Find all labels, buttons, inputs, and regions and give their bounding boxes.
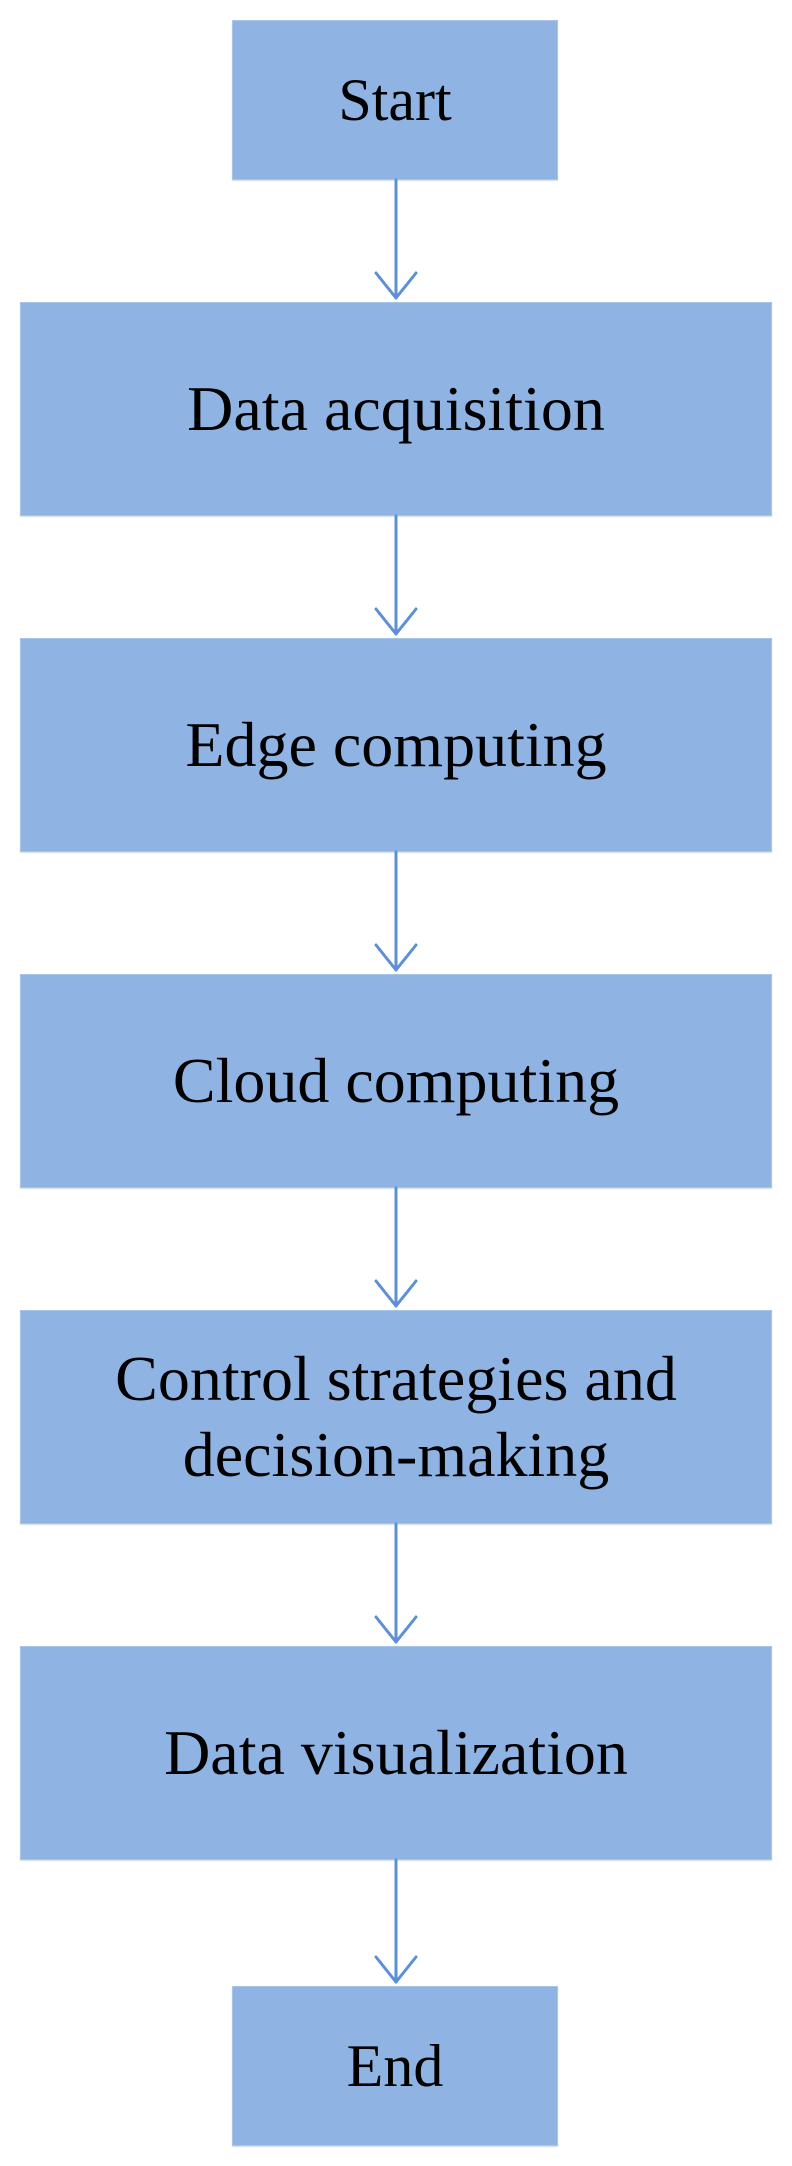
control-strategies-label: Control strategies and decision-making	[115, 1343, 677, 1490]
start-box: Start	[232, 20, 558, 180]
data-visualization-box: Data visualization	[20, 1646, 772, 1860]
arrow-edge-computing-to-cloud-computing	[374, 850, 418, 972]
arrow-start-to-data-acquisition	[374, 178, 418, 300]
cloud-computing-label: Cloud computing	[172, 1045, 620, 1117]
edge-computing-label: Edge computing	[185, 709, 607, 781]
arrow-data-visualization-to-end	[374, 1858, 418, 1984]
start-label: Start	[338, 66, 452, 133]
end-label: End	[346, 2032, 444, 2099]
edge-computing-box: Edge computing	[20, 638, 772, 852]
end-box: End	[232, 1986, 558, 2146]
arrow-control-strategies-to-data-visualization	[374, 1522, 418, 1644]
cloud-computing-box: Cloud computing	[20, 974, 772, 1188]
data-acquisition-label: Data acquisition	[187, 373, 605, 445]
control-strategies-box: Control strategies and decision-making	[20, 1310, 772, 1524]
data-acquisition-box: Data acquisition	[20, 302, 772, 516]
arrow-data-acquisition-to-edge-computing	[374, 514, 418, 636]
arrow-cloud-computing-to-control-strategies	[374, 1186, 418, 1308]
data-visualization-label: Data visualization	[164, 1717, 628, 1789]
